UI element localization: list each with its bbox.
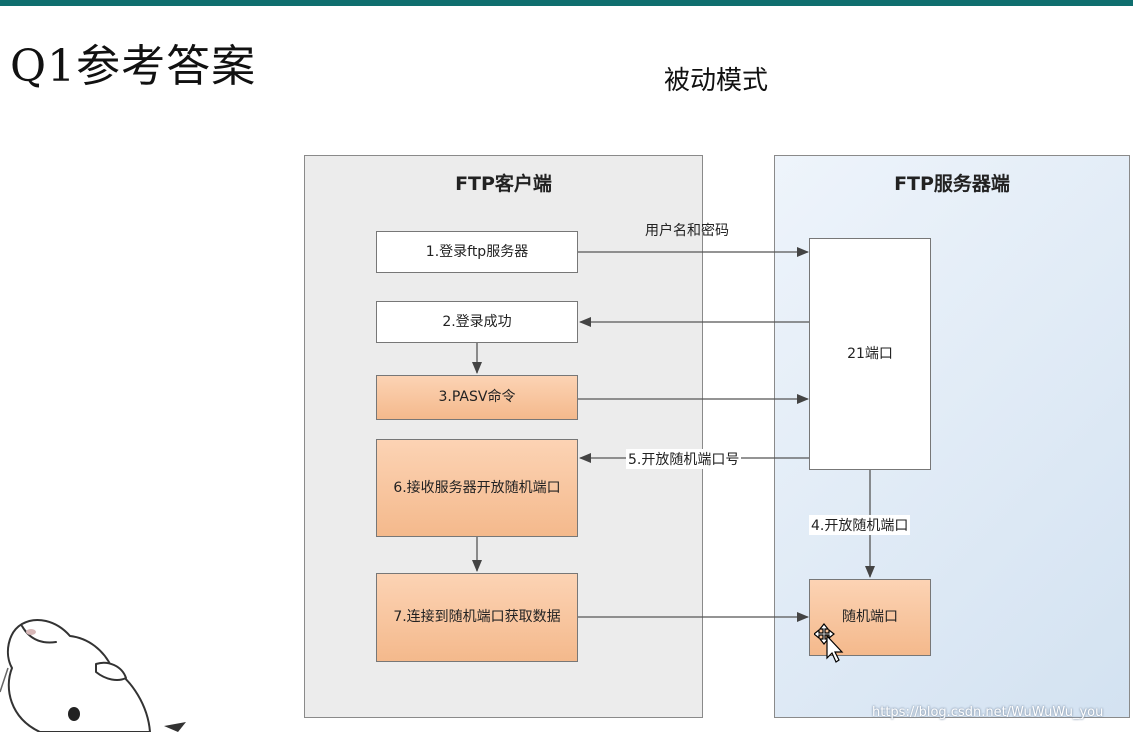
- slide-title: Q1参考答案: [10, 41, 257, 92]
- mascot-illustration: [0, 619, 186, 732]
- watermark-url: https://blog.csdn.net/WuWuWu_you: [872, 705, 1104, 720]
- client-panel-title: FTP客户端: [455, 173, 552, 195]
- step-connect-random-port-box: 7.连接到随机端口获取数据: [376, 573, 578, 662]
- control-port-21-box: 21端口: [809, 238, 931, 470]
- step-receive-port-box: 6.接收服务器开放随机端口: [376, 439, 578, 537]
- random-port-box: 随机端口: [809, 579, 931, 656]
- edge-label-open-random-port: 4.开放随机端口: [809, 515, 911, 535]
- step-login-box: 1.登录ftp服务器: [376, 231, 578, 273]
- slide-top-rule: [0, 0, 1133, 6]
- edge-label-open-random-port-number: 5.开放随机端口号: [626, 449, 742, 469]
- edge-label-username-password: 用户名和密码: [645, 223, 729, 239]
- server-panel-title: FTP服务器端: [894, 173, 1010, 195]
- move-cursor-icon: [814, 623, 844, 663]
- step-pasv-command-box: 3.PASV命令: [376, 375, 578, 420]
- diagram-subtitle: 被动模式: [664, 66, 769, 96]
- step-login-success-box: 2.登录成功: [376, 301, 578, 343]
